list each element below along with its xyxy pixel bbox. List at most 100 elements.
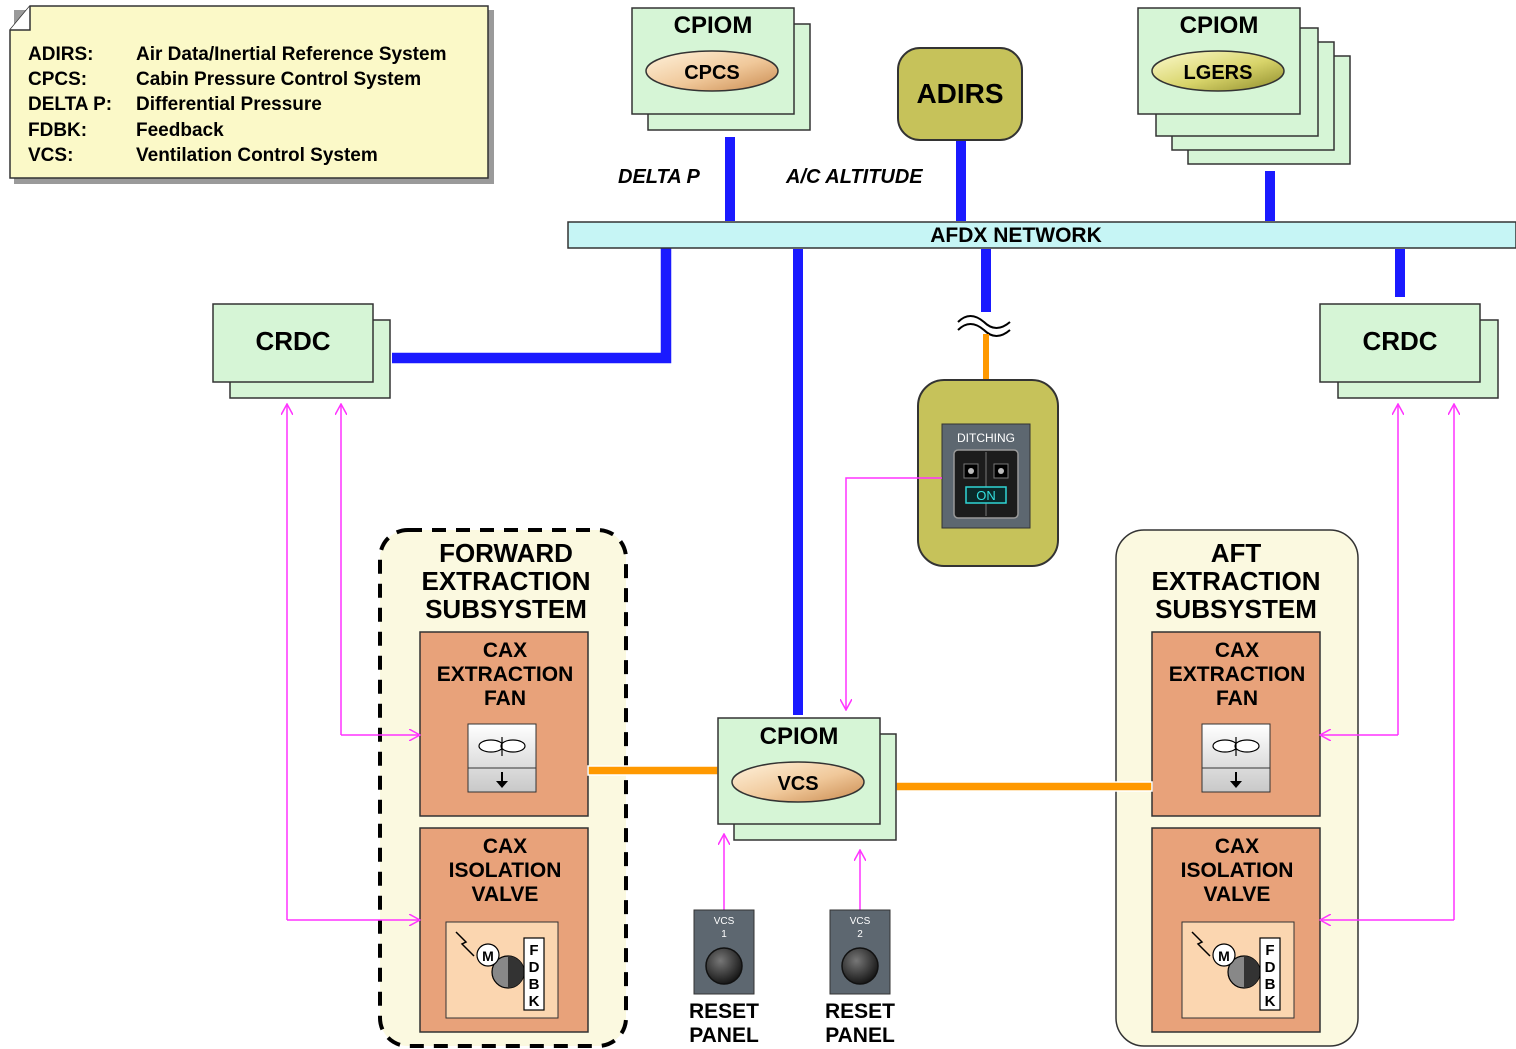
reset-button[interactable] xyxy=(705,947,743,985)
valve-label: VALVE xyxy=(472,883,539,906)
subsystem-title: EXTRACTION xyxy=(422,566,591,596)
adirs-label: ADIRS xyxy=(916,78,1003,109)
cpiom-cpcs: CPIOM CPCS xyxy=(631,7,811,131)
motor-label: M xyxy=(482,948,494,964)
aft-subsystem: AFT EXTRACTION SUBSYSTEM CAX EXTRACTION … xyxy=(1115,529,1359,1047)
fdbk-box xyxy=(1259,937,1281,1011)
reset-tag: 2 xyxy=(857,929,863,940)
bus-crdc-right xyxy=(1393,247,1407,299)
network-label: AFDX NETWORK xyxy=(930,224,1102,247)
bus-cpcs xyxy=(723,135,737,223)
fdbk-letter: K xyxy=(1265,993,1276,1010)
legend-desc: Differential Pressure xyxy=(136,94,322,115)
lgers-oval xyxy=(1151,50,1285,92)
crdc-label: CRDC xyxy=(1362,326,1437,356)
subsystem-title: AFT xyxy=(1211,538,1262,568)
legend-desc: Air Data/Inertial Reference System xyxy=(136,44,446,65)
ditching-state: ON xyxy=(976,488,996,503)
cpcs-oval xyxy=(645,50,779,92)
reset-label: RESET xyxy=(825,1000,895,1023)
legend-box xyxy=(9,5,489,179)
lightning-icon xyxy=(1191,931,1211,957)
discrete-forward-fan xyxy=(587,765,719,776)
bus-lgers xyxy=(1263,169,1277,223)
legend-abbr: CPCS: xyxy=(28,69,87,90)
reset-button[interactable] xyxy=(841,947,879,985)
afdx-network: AFDX NETWORK xyxy=(567,221,1516,249)
fdbk-letter: F xyxy=(529,942,538,959)
cpiom-lgers: CPIOM LGERS xyxy=(1137,7,1351,165)
adirs-unit: ADIRS xyxy=(897,47,1023,141)
legend-abbr: FDBK: xyxy=(28,120,87,141)
fdbk-letter: D xyxy=(529,959,540,976)
valve-label: CAX xyxy=(1215,835,1259,858)
forward-subsystem: FORWARD EXTRACTION SUBSYSTEM CAX EXTRACT… xyxy=(378,528,628,1048)
vcs-oval xyxy=(731,761,865,803)
valve-label: ISOLATION xyxy=(1181,859,1294,882)
fdbk-letter: D xyxy=(1265,959,1276,976)
legend-desc: Feedback xyxy=(136,120,224,141)
valve-label: ISOLATION xyxy=(449,859,562,882)
fdbk-letter: B xyxy=(1265,976,1276,993)
valve-label: VALVE xyxy=(1204,883,1271,906)
crdc-right: CRDC xyxy=(1319,303,1499,399)
subsystem-title: EXTRACTION xyxy=(1152,566,1321,596)
motor-icon xyxy=(1212,943,1236,967)
bus-vcs xyxy=(791,247,805,717)
fan-label: CAX xyxy=(1215,639,1259,662)
legend: ADIRS: Air Data/Inertial Reference Syste… xyxy=(9,5,494,184)
cpiom-title: CPIOM xyxy=(760,723,839,750)
cpiom-title: CPIOM xyxy=(1180,12,1259,39)
legend-desc: Cabin Pressure Control System xyxy=(136,69,421,90)
bus-adirs xyxy=(954,139,968,223)
motor-icon xyxy=(476,943,500,967)
reset-tag: 1 xyxy=(721,929,727,940)
discrete-aft-fan xyxy=(895,781,1153,792)
fan-label: EXTRACTION xyxy=(1169,663,1306,686)
reset-label: PANEL xyxy=(825,1024,895,1047)
fan-label: FAN xyxy=(1216,687,1258,710)
fan-label: CAX xyxy=(483,639,527,662)
lightning-icon xyxy=(455,931,475,957)
cpiom-vcs: CPIOM VCS xyxy=(717,717,897,841)
subsystem-title: SUBSYSTEM xyxy=(425,594,587,624)
subsystem-title: SUBSYSTEM xyxy=(1155,594,1317,624)
vcs-label: VCS xyxy=(777,773,818,795)
subsystem-title: FORWARD xyxy=(439,538,573,568)
ditching-panel: DITCHING ON xyxy=(917,379,1059,567)
legend-abbr: ADIRS: xyxy=(28,44,93,65)
ditching-on-light xyxy=(965,486,1007,504)
signal-lines xyxy=(287,404,1454,920)
lgers-label: LGERS xyxy=(1184,62,1253,84)
reset-panel-2: VCS 2 RESET PANEL xyxy=(825,909,895,1047)
fan-label: FAN xyxy=(484,687,526,710)
fdbk-letter: F xyxy=(1265,942,1274,959)
legend-desc: Ventilation Control System xyxy=(136,145,378,166)
reset-panel-1: VCS 1 RESET PANEL xyxy=(689,909,759,1047)
legend-dogear xyxy=(10,6,31,31)
bus-ditching xyxy=(979,247,993,317)
fdbk-letter: B xyxy=(529,976,540,993)
delta-p-label: DELTA P xyxy=(618,166,701,188)
crdc-label: CRDC xyxy=(255,326,330,356)
altitude-label: A/C ALTITUDE xyxy=(785,166,923,188)
break-symbol xyxy=(957,312,1011,382)
motor-label: M xyxy=(1218,948,1230,964)
fdbk-box xyxy=(523,937,545,1011)
bus-crdc-left xyxy=(392,248,672,364)
legend-abbr: VCS: xyxy=(28,145,73,166)
reset-label: RESET xyxy=(689,1000,759,1023)
fdbk-letter: K xyxy=(529,993,540,1010)
ditching-title: DITCHING xyxy=(957,431,1015,445)
reset-label: PANEL xyxy=(689,1024,759,1047)
reset-tag: VCS xyxy=(714,916,735,927)
cpcs-label: CPCS xyxy=(684,62,740,84)
fan-label: EXTRACTION xyxy=(437,663,574,686)
valve-label: CAX xyxy=(483,835,527,858)
cpiom-title: CPIOM xyxy=(674,12,753,39)
legend-abbr: DELTA P: xyxy=(28,94,112,115)
signal-ditching-vcs xyxy=(846,477,942,710)
crdc-left: CRDC xyxy=(212,303,391,399)
reset-tag: VCS xyxy=(850,916,871,927)
